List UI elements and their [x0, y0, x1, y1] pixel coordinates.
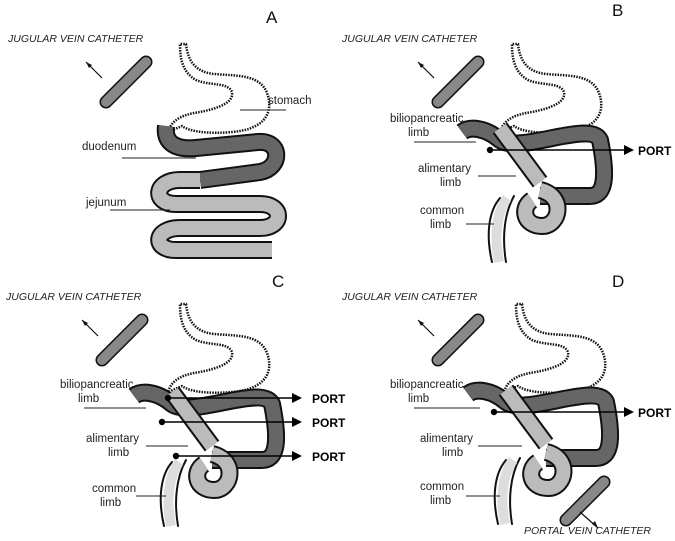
bilio-label-b-2: limb: [408, 127, 429, 139]
port-label-c-3: PORT: [312, 450, 346, 464]
jugular-catheter-label-c: JUGULAR VEIN CATHETER: [5, 291, 142, 303]
common-limb-d: [497, 457, 518, 526]
common-label-d-2: limb: [430, 495, 451, 507]
jejunum-label: jejunum: [85, 197, 126, 209]
alim-label-c-2: limb: [108, 447, 129, 459]
common-label-d-1: common: [420, 481, 464, 493]
panel-letter-d: D: [612, 272, 624, 291]
port-label-d: PORT: [638, 406, 672, 420]
alim-label-b-2: limb: [440, 177, 461, 189]
jejunum-a: [152, 173, 285, 257]
stomach-b: [498, 42, 603, 134]
biliopancreatic-limb-c: [129, 385, 284, 467]
panel-letter-a: A: [266, 8, 278, 27]
common-label-c-1: common: [92, 483, 136, 495]
portal-catheter-d: [559, 475, 611, 529]
common-limb-b-loop: [518, 183, 565, 233]
bilio-label-b-1: biliopancreatic: [390, 113, 464, 125]
bilio-label-c-2: limb: [78, 393, 99, 405]
jugular-catheter-label-b: JUGULAR VEIN CATHETER: [341, 33, 478, 45]
alimentary-limb-b: [494, 123, 546, 187]
alim-label-b-1: alimentary: [418, 163, 471, 175]
jugular-catheter-label-a: JUGULAR VEIN CATHETER: [7, 33, 144, 45]
common-limb-b: [491, 195, 512, 264]
common-label-c-2: limb: [100, 497, 121, 509]
port-label-c-1: PORT: [312, 392, 346, 406]
panel-a: A JUGULAR VEIN CATHETER stomach duodenum…: [7, 8, 311, 259]
common-label-b-1: common: [420, 205, 464, 217]
alimentary-limb-c: [166, 387, 218, 451]
biliopancreatic-limb-d: [463, 383, 618, 465]
panel-d: D JUGULAR VEIN CATHETER biliopancreatic …: [341, 272, 672, 537]
stomach-a: [166, 42, 271, 134]
bilio-label-d-1: biliopancreatic: [390, 379, 464, 391]
bilio-label-c-1: biliopancreatic: [60, 379, 134, 391]
stomach-d: [502, 302, 607, 394]
stomach-label: stomach: [268, 95, 311, 107]
jugular-catheter-a: [86, 62, 146, 102]
bilio-label-d-2: limb: [408, 393, 429, 405]
biliopancreatic-limb-b: [457, 121, 612, 203]
panel-letter-b: B: [612, 1, 623, 20]
jugular-catheter-b: [418, 62, 478, 102]
common-limb-c-loop: [190, 447, 237, 497]
alimentary-limb-d: [500, 385, 552, 449]
alim-label-d-1: alimentary: [420, 433, 473, 445]
panel-letter-c: C: [272, 272, 284, 291]
port-label-c-2: PORT: [312, 416, 346, 430]
duodenum-label: duodenum: [82, 141, 136, 153]
panel-b: B JUGULAR VEIN CATHETER biliopancreatic …: [341, 1, 672, 264]
common-limb-c: [163, 459, 184, 528]
portal-catheter-label-d: PORTAL VEIN CATHETER: [524, 525, 651, 537]
port-label-b: PORT: [638, 144, 672, 158]
stomach-c: [166, 302, 271, 394]
alim-label-c-1: alimentary: [86, 433, 139, 445]
jugular-catheter-d: [418, 320, 478, 360]
panel-c: C JUGULAR VEIN CATHETER biliopancreatic …: [5, 272, 346, 528]
common-limb-d-loop: [524, 445, 571, 495]
alim-label-d-2: limb: [442, 447, 463, 459]
jugular-catheter-c: [82, 320, 142, 360]
common-label-b-2: limb: [430, 219, 451, 231]
jugular-catheter-label-d: JUGULAR VEIN CATHETER: [341, 291, 478, 303]
duodenum-a: [158, 125, 284, 187]
